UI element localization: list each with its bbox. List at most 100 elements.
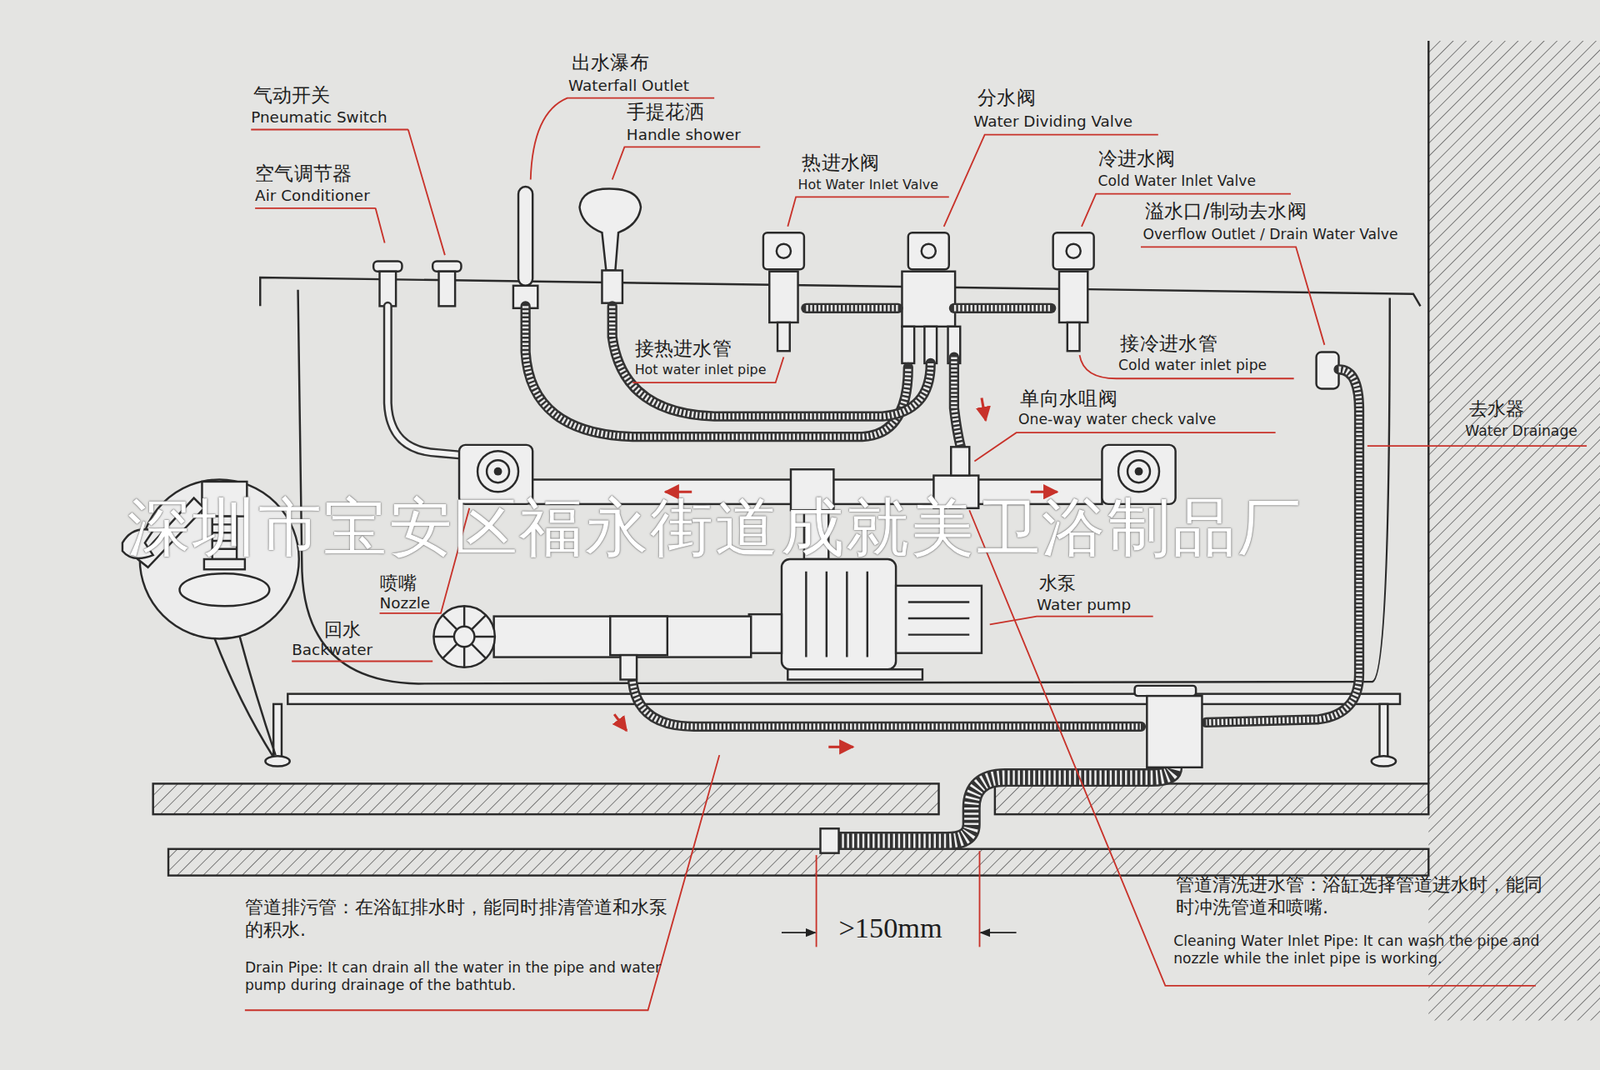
- leader-lines-part: [632, 357, 784, 384]
- leg-inset-part: [240, 636, 276, 755]
- hoses-part: [954, 303, 1051, 314]
- dimension-part: [979, 850, 981, 947]
- part-label-cn: 接冷进水管: [1120, 331, 1217, 355]
- pump: [749, 559, 982, 680]
- tub-body-part: [273, 704, 282, 758]
- flow-arrows-part: [981, 398, 986, 421]
- hoses-part: [954, 357, 962, 450]
- nozzle-pipe-part: [486, 460, 510, 483]
- nozzle-pipe-part: [477, 450, 519, 492]
- part-label-en: Cold Water Inlet Valve: [1098, 172, 1256, 190]
- backwater-part: [494, 616, 752, 658]
- nozzle-pipe-part: [950, 446, 970, 475]
- hoses-part: [805, 305, 898, 311]
- fittings-part: [901, 271, 955, 327]
- flow-arrows-part: [828, 745, 853, 749]
- drain: [820, 685, 1202, 854]
- leader-lines-part: [1080, 355, 1295, 379]
- fittings-part: [380, 271, 397, 307]
- fittings-part: [921, 244, 936, 259]
- nozzle-pipe-part: [1118, 450, 1160, 492]
- leg-inset-part: [180, 573, 270, 606]
- part-label-cn: 去水器: [1469, 398, 1525, 420]
- part-label-cn: 分水阀: [977, 85, 1036, 110]
- flow-arrows-part: [614, 714, 627, 731]
- part-label-en: Air Conditioner: [255, 186, 370, 205]
- hoses-part: [612, 305, 931, 416]
- leader-lines-part: [255, 208, 385, 244]
- part-label-cn: 空气调节器: [255, 160, 352, 185]
- wall: [1428, 40, 1600, 1021]
- fittings-part: [777, 322, 790, 351]
- fittings-part: [763, 232, 805, 270]
- hoses-part: [805, 303, 898, 314]
- fittings-part: [1059, 271, 1088, 323]
- leader-lines-part: [250, 130, 445, 256]
- drain-part: [839, 767, 1175, 841]
- part-label-en: Backwater: [291, 640, 373, 660]
- note-text: Cleaning Water Inlet Pipe: It can wash t…: [1173, 932, 1541, 967]
- hoses-part: [954, 357, 962, 450]
- note-text: Drain Pipe: It can drain all the water i…: [245, 959, 685, 994]
- leader-lines-part: [787, 196, 949, 227]
- tub-body-part: [265, 755, 290, 766]
- note-text: 管道排污管：在浴缸排水时，能同时排清管道和水泵的积水.: [245, 895, 685, 940]
- backwater: [433, 605, 751, 680]
- drain-part: [820, 828, 839, 853]
- hoses-part: [632, 681, 1141, 727]
- drain-part: [839, 767, 1175, 841]
- leader-lines-part: [974, 432, 1275, 461]
- fittings-part: [1053, 232, 1095, 270]
- part-label-en: Cold water inlet pipe: [1118, 357, 1267, 375]
- watermark: 深圳市宝安区福永街道成就美卫浴制品厂: [127, 490, 1304, 566]
- pump-part: [781, 559, 896, 670]
- fittings-part: [580, 189, 641, 271]
- hoses-part: [387, 305, 461, 455]
- floor: [153, 783, 1430, 875]
- fittings: [373, 186, 1339, 389]
- leader-lines-part: [612, 146, 761, 180]
- fittings-part: [518, 186, 533, 286]
- nozzle-pipe-part: [1135, 467, 1144, 476]
- part-label-en: Water pump: [1036, 595, 1131, 615]
- dimension-part: [815, 855, 818, 947]
- leg-inset-part: [214, 637, 274, 757]
- fittings-part: [1066, 244, 1081, 259]
- pump-part: [749, 614, 782, 654]
- part-label-cn: 单向水咀阀: [1020, 386, 1117, 410]
- part-label-en: Handle shower: [626, 125, 741, 145]
- fittings-part: [601, 270, 622, 303]
- tub-body-part: [1371, 755, 1396, 766]
- part-label-en: Nozzle: [380, 594, 431, 613]
- part-label-en: Water Dividing Valve: [973, 112, 1133, 131]
- fittings-part: [373, 260, 402, 271]
- fittings-part: [439, 271, 456, 307]
- nozzle-pipe-part: [494, 467, 503, 476]
- dimension-label: >150mm: [839, 910, 943, 945]
- wall-part: [1428, 40, 1600, 1021]
- fittings-part: [908, 232, 950, 270]
- fittings-part: [1067, 322, 1080, 351]
- hoses-part: [632, 681, 1141, 727]
- fittings-part: [769, 271, 798, 323]
- pump-part: [787, 669, 923, 680]
- fittings-part: [924, 326, 937, 364]
- fittings-part: [776, 244, 791, 259]
- part-label-cn: 手提花洒: [626, 100, 705, 124]
- tub-body-part: [287, 694, 1400, 705]
- part-label-en: Water Drainage: [1465, 422, 1577, 440]
- part-label-en: One-way water check valve: [1018, 410, 1216, 429]
- dimension: [781, 850, 1017, 947]
- part-label-en: Overflow Outlet / Drain Water Valve: [1142, 225, 1398, 244]
- part-label-cn: 溢水口/制动去水阀: [1145, 199, 1307, 223]
- tub-body-part: [1380, 704, 1389, 758]
- backwater-part: [610, 616, 668, 656]
- part-label-cn: 接热进水管: [635, 336, 732, 360]
- part-label-cn: 冷进水阀: [1098, 146, 1176, 170]
- floor-part: [153, 783, 940, 815]
- backwater-part: [433, 605, 495, 667]
- floor-part: [168, 849, 1429, 876]
- backwater-part: [433, 605, 495, 667]
- part-label-cn: 热进水阀: [801, 150, 880, 175]
